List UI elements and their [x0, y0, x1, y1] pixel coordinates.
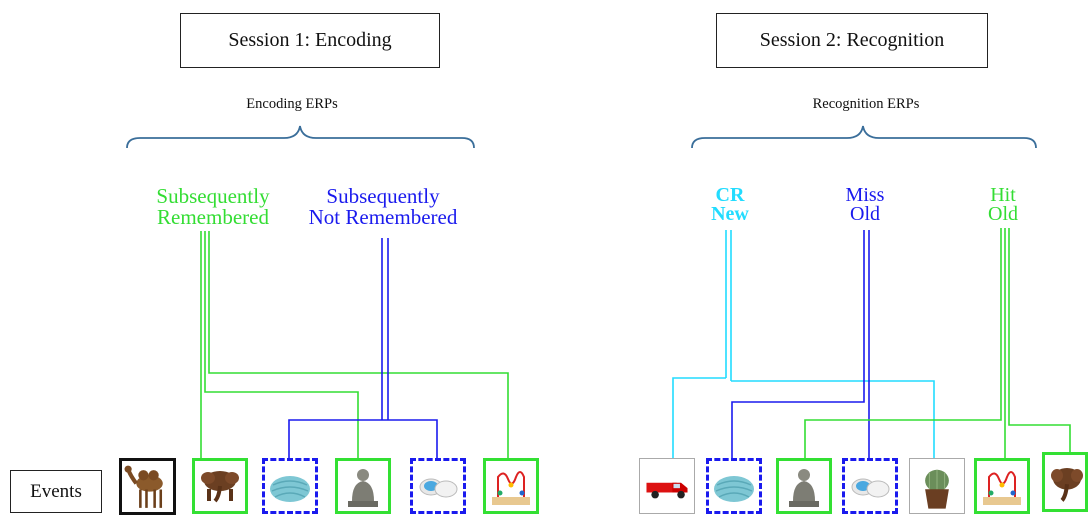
- contact-lens-case-icon: [845, 461, 895, 511]
- events-label-box: Events: [10, 470, 102, 513]
- cond-hit-line2: Old: [988, 203, 1018, 225]
- recognition-event-cactus: [909, 458, 965, 514]
- encoding-not-remembered-wires: [288, 238, 438, 458]
- encoding-event-elephant: [192, 458, 248, 514]
- contact-lens-case-icon: [413, 461, 463, 511]
- cactus-icon: [910, 459, 964, 513]
- recognition-event-bead-maze: [974, 458, 1030, 514]
- encoding-event-yarn: [262, 458, 318, 514]
- encoding-brace: [126, 125, 475, 149]
- cond-subsequently-remembered: Subsequently Remembered: [133, 186, 293, 228]
- encoding-erps-label: Encoding ERPs: [246, 96, 338, 112]
- elephant-icon: [195, 461, 245, 511]
- session1-title-box: Session 1: Encoding: [180, 13, 440, 68]
- cond-cr-new: CR New: [695, 184, 765, 225]
- encoding-event-bead-maze: [483, 458, 539, 514]
- session2-title-box: Session 2: Recognition: [716, 13, 988, 68]
- cond-cr-line2: New: [711, 203, 749, 225]
- buddha-statue-icon: [779, 461, 829, 511]
- cond-hit-old: Hit Old: [968, 184, 1038, 225]
- recognition-hit-wires: [804, 228, 1071, 458]
- cond-not-remembered-line1: Subsequently: [326, 184, 440, 208]
- bead-maze-toy-icon: [486, 461, 536, 511]
- recognition-event-elephant: [1042, 452, 1088, 512]
- encoding-remembered-wires: [200, 231, 509, 458]
- session1-title: Session 1: Encoding: [228, 29, 392, 51]
- recognition-brace: [691, 125, 1037, 149]
- recognition-event-yarn: [706, 458, 762, 514]
- events-label: Events: [30, 480, 82, 502]
- red-truck-icon: [640, 459, 694, 513]
- elephant-icon: [1045, 455, 1085, 509]
- cond-miss-old: Miss Old: [830, 184, 900, 225]
- recognition-cr-wires: [672, 230, 935, 458]
- cond-remembered-line2: Remembered: [157, 205, 269, 229]
- cond-miss-line1: Miss: [845, 184, 885, 206]
- encoding-event-buddha: [335, 458, 391, 514]
- buddha-statue-icon: [338, 461, 388, 511]
- session2-title: Session 2: Recognition: [759, 29, 945, 51]
- encoding-event-lens-case: [410, 458, 466, 514]
- encoding-event-camel: [119, 458, 176, 515]
- cond-hit-line1: Hit: [990, 184, 1016, 206]
- cond-cr-line1: CR: [715, 184, 745, 206]
- cond-subsequently-not-remembered: Subsequently Not Remembered: [288, 186, 478, 228]
- recognition-event-buddha: [776, 458, 832, 514]
- cond-remembered-line1: Subsequently: [156, 184, 270, 208]
- cond-miss-line2: Old: [850, 203, 880, 225]
- recognition-miss-wires: [731, 230, 870, 458]
- yarn-icon: [709, 461, 759, 511]
- cond-not-remembered-line2: Not Remembered: [308, 205, 458, 229]
- camel-icon: [122, 461, 173, 512]
- yarn-icon: [265, 461, 315, 511]
- recognition-event-lens-case: [842, 458, 898, 514]
- bead-maze-toy-icon: [977, 461, 1027, 511]
- recognition-event-truck: [639, 458, 695, 514]
- recognition-erps-label: Recognition ERPs: [812, 96, 920, 112]
